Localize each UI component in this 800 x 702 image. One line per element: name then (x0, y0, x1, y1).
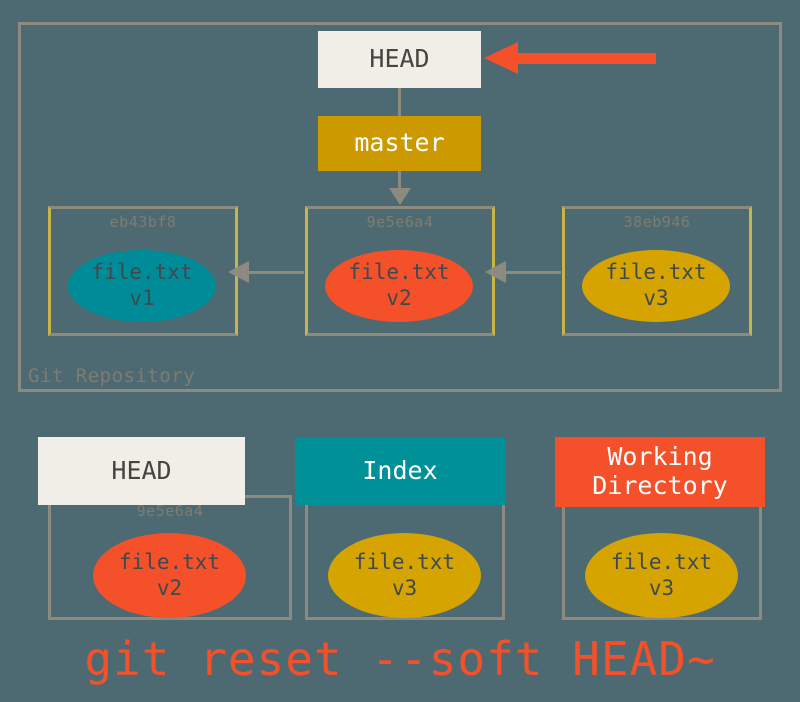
commit2-to-commit1-line (249, 271, 304, 274)
master-to-commit-line (398, 171, 401, 192)
blob-filename: file.txt (348, 260, 450, 285)
area-blob-head: file.txt v2 (93, 533, 246, 618)
area-blob-index: file.txt v3 (328, 533, 481, 618)
blob-filename: file.txt (91, 260, 193, 285)
blob-version: v3 (643, 286, 669, 310)
area-title-head: HEAD (38, 437, 245, 505)
head-pointer-box: HEAD (318, 31, 481, 88)
commit-hash: 9e5e6a4 (366, 213, 434, 231)
master-to-commit-arrow-icon (389, 188, 411, 205)
blob-version: v1 (129, 286, 155, 310)
commit3-to-commit2-line (506, 271, 561, 274)
blob-version: v2 (386, 286, 412, 310)
blob-version: v2 (156, 575, 183, 600)
blob-version: v3 (391, 575, 418, 600)
blob-filename: file.txt (605, 260, 707, 285)
area-blob-working-directory: file.txt v3 (585, 533, 738, 618)
git-repository-frame (18, 22, 782, 392)
command-caption: git reset --soft HEAD~ (84, 632, 716, 686)
area-hash: 9e5e6a4 (136, 502, 204, 520)
commit-blob-9e5e6a4: file.txt v2 (325, 250, 473, 322)
commit-blob-eb43bf8: file.txt v1 (68, 250, 216, 322)
commit-box-38eb946: 38eb946 (562, 206, 752, 336)
blob-version: v3 (648, 575, 675, 600)
blob-filename: file.txt (610, 549, 713, 574)
area-title-index: Index (295, 437, 505, 505)
head-to-master-line (398, 88, 401, 116)
git-repository-label: Git Repository (28, 365, 196, 387)
commit-hash: 38eb946 (623, 213, 691, 231)
master-branch-box: master (318, 116, 481, 171)
red-arrow-shaft (518, 53, 656, 64)
red-arrow-head-icon (484, 42, 518, 74)
area-title-working-directory: Working Directory (555, 437, 765, 507)
commit-hash: eb43bf8 (109, 213, 177, 231)
blob-filename: file.txt (118, 549, 221, 574)
commit-blob-38eb946: file.txt v3 (582, 250, 730, 322)
commit2-to-commit1-arrow-icon (228, 261, 249, 283)
commit3-to-commit2-arrow-icon (485, 261, 506, 283)
blob-filename: file.txt (353, 549, 456, 574)
